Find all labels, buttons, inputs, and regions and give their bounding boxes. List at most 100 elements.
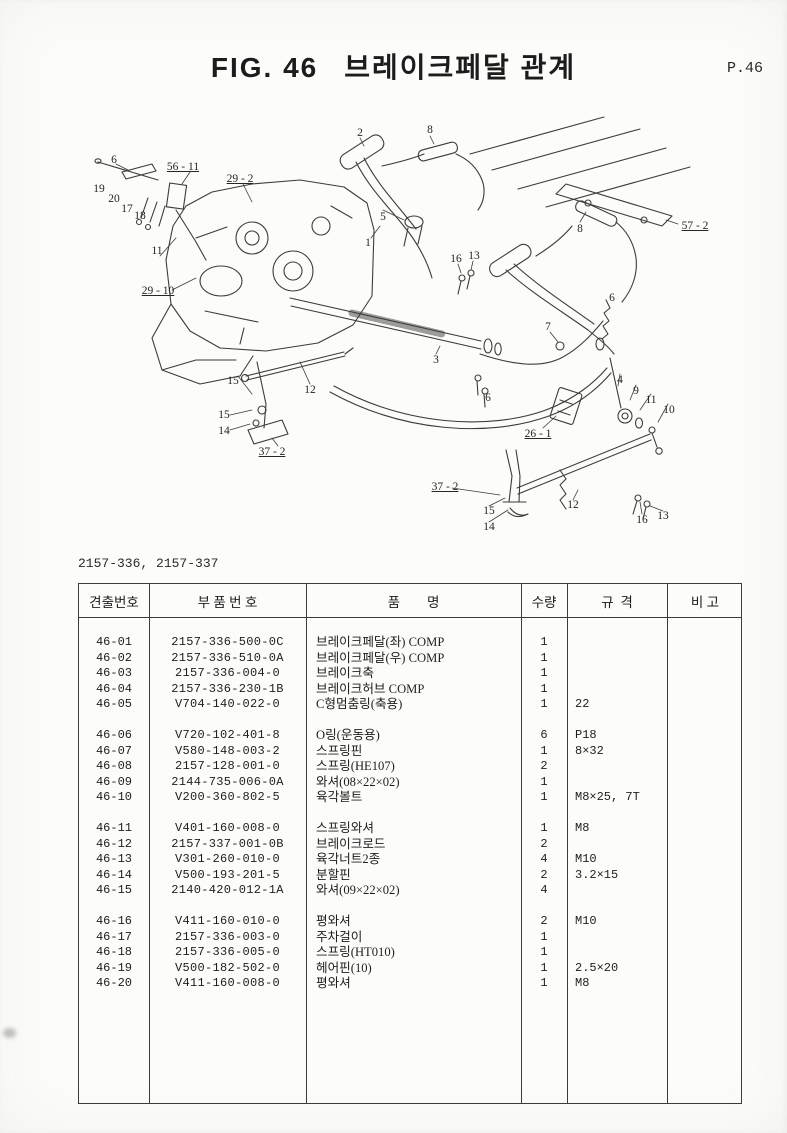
cell-no: 46-04	[95, 681, 132, 696]
cell-no: 46-20	[95, 976, 132, 991]
table-column-divider	[306, 584, 307, 1103]
table-column-divider	[149, 584, 150, 1103]
cell-spec: M8	[575, 976, 590, 991]
diagram-callout: 16	[450, 253, 462, 265]
cell-spec	[567, 682, 667, 698]
diagram-callout: 1	[365, 237, 371, 249]
cell-no: 46-09	[95, 774, 132, 789]
cell-spec: P18	[575, 727, 597, 742]
cell-part: 2157-336-500-0C	[171, 635, 284, 649]
cell-no: 46-15	[95, 883, 132, 898]
diagram-callout: 16	[636, 514, 648, 526]
cell-qty: 2	[540, 836, 548, 851]
cell-name: 스프링(HT010)	[316, 945, 395, 960]
scan-artifact	[3, 1028, 16, 1038]
header-spec: 규 격	[601, 594, 633, 610]
cell-note	[667, 961, 743, 977]
cell-spec	[567, 775, 667, 791]
cell-spec	[567, 883, 667, 899]
table-column-divider	[521, 584, 522, 1103]
diagram-callout: 37 - 2	[258, 446, 286, 458]
cell-spec: M10	[575, 852, 597, 867]
cell-qty: 2	[540, 867, 548, 882]
header-part-no: 부 품 번 호	[197, 594, 258, 610]
cell-no: 46-13	[95, 852, 132, 867]
diagram-callout: 20	[108, 193, 120, 205]
diagram-callout: 5	[380, 211, 386, 223]
cell-note	[667, 635, 743, 651]
cell-part: 2157-336-004-0	[174, 666, 281, 681]
cell-part: V401-160-008-0	[174, 820, 281, 835]
cell-spec: 8×32	[575, 743, 604, 758]
cell-no: 46-12	[95, 836, 132, 851]
diagram-callout: 18	[134, 210, 146, 222]
cell-name: 육각너트2종	[316, 852, 381, 867]
cell-part: 2157-128-001-0	[174, 759, 281, 774]
cell-spec: 22	[575, 697, 590, 712]
cell-no: 46-11	[95, 820, 132, 835]
diagram-callout: 2	[357, 127, 363, 139]
cell-part: V580-148-003-2	[174, 743, 281, 758]
diagram-callout: 11	[151, 245, 163, 257]
cell-note	[667, 914, 743, 930]
cell-spec	[567, 666, 667, 682]
cell-note	[667, 852, 743, 868]
cell-note	[667, 883, 743, 899]
cell-part: 2157-336-005-0	[174, 945, 281, 960]
cell-note	[667, 945, 743, 961]
cell-no: 46-08	[95, 759, 132, 774]
page-number: P.46	[726, 60, 763, 77]
cell-qty: 1	[540, 681, 548, 696]
cell-no: 46-05	[95, 697, 132, 712]
cell-note	[667, 868, 743, 884]
table-row: 46-13 V301-260-010-0 육각너트2종 4 M10	[79, 852, 741, 868]
cell-name: O링(운동용)	[316, 727, 380, 742]
cell-name: 와셔(09×22×02)	[316, 883, 400, 898]
cell-name: 브레이크로드	[316, 836, 386, 851]
cell-no: 46-14	[95, 867, 132, 882]
cell-part: V301-260-010-0	[174, 852, 281, 867]
cell-qty: 2	[540, 913, 548, 928]
cell-qty: 1	[540, 650, 548, 665]
cell-spec: 2.5×20	[575, 960, 619, 975]
cell-no: 46-10	[95, 790, 132, 805]
diagram-callout: 4	[617, 374, 623, 386]
table-column-divider	[567, 584, 568, 1103]
cell-qty: 1	[540, 635, 548, 649]
cell-spec: 3.2×15	[575, 867, 619, 882]
cell-part: 2157-336-510-0A	[171, 650, 284, 665]
cell-qty: 4	[540, 852, 548, 867]
cell-spec	[567, 945, 667, 961]
cell-name: 와셔(08×22×02)	[316, 774, 400, 789]
cell-note	[667, 666, 743, 682]
cell-no: 46-06	[95, 727, 132, 742]
diagram-callout: 57 - 2	[681, 220, 709, 232]
cell-spec	[567, 837, 667, 853]
cell-no: 46-18	[95, 945, 132, 960]
cell-name: 브레이크페달(좌) COMP	[316, 635, 445, 649]
cell-qty: 1	[540, 774, 548, 789]
diagram-line-art	[94, 116, 691, 523]
cell-spec	[567, 759, 667, 775]
diagram-callout: 56 - 11	[166, 161, 200, 173]
fig-label: FIG. 46	[210, 52, 319, 83]
cell-qty: 1	[540, 945, 548, 960]
diagram-callout: 15	[483, 505, 495, 517]
cell-qty: 1	[540, 929, 548, 944]
cell-part: V704-140-022-0	[174, 697, 281, 712]
diagram-callout: 13	[468, 250, 480, 262]
cell-name: 헤어핀(10)	[316, 960, 372, 975]
cell-part: 2157-337-001-0B	[171, 836, 284, 851]
cell-name: 분할핀	[316, 867, 351, 882]
cell-qty: 1	[540, 976, 548, 991]
diagram-callout: 14	[483, 521, 495, 533]
diagram-callout: 29 - 10	[141, 285, 175, 297]
